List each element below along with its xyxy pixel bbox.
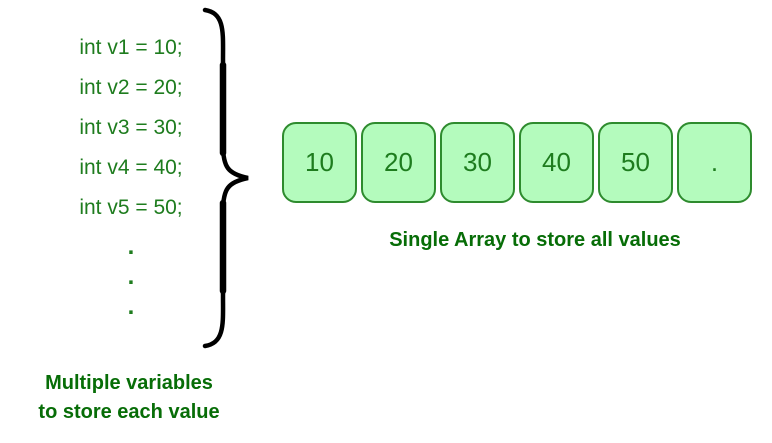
array-cell: 30 <box>440 122 515 203</box>
variable-declaration: int v2 = 20; <box>79 76 183 99</box>
ellipsis-dot: . <box>127 263 135 290</box>
array-caption: Single Array to store all values <box>389 229 681 251</box>
array-cell: 40 <box>519 122 594 203</box>
variable-declaration: int v4 = 40; <box>79 156 183 179</box>
array-cell: . <box>677 122 752 203</box>
variable-declarations: int v1 = 10; int v2 = 20; int v3 = 30; i… <box>40 28 222 228</box>
left-caption-line1: Multiple variables <box>45 372 213 394</box>
vertical-ellipsis: . . . <box>40 232 222 322</box>
variable-declaration: int v3 = 30; <box>79 116 183 139</box>
left-caption: Multiple variables to store each value <box>0 369 258 427</box>
ellipsis-dot: . <box>127 233 135 260</box>
curly-brace-icon <box>202 7 249 349</box>
array-cell: 20 <box>361 122 436 203</box>
array-cell: 10 <box>282 122 357 203</box>
left-caption-line2: to store each value <box>38 401 220 423</box>
array-row: 10 20 30 40 50 . <box>282 122 752 203</box>
ellipsis-dot: . <box>127 293 135 320</box>
variable-declaration: int v1 = 10; <box>79 36 183 59</box>
curly-brace <box>195 5 257 351</box>
variable-declaration: int v5 = 50; <box>79 196 183 219</box>
array-cell: 50 <box>598 122 673 203</box>
